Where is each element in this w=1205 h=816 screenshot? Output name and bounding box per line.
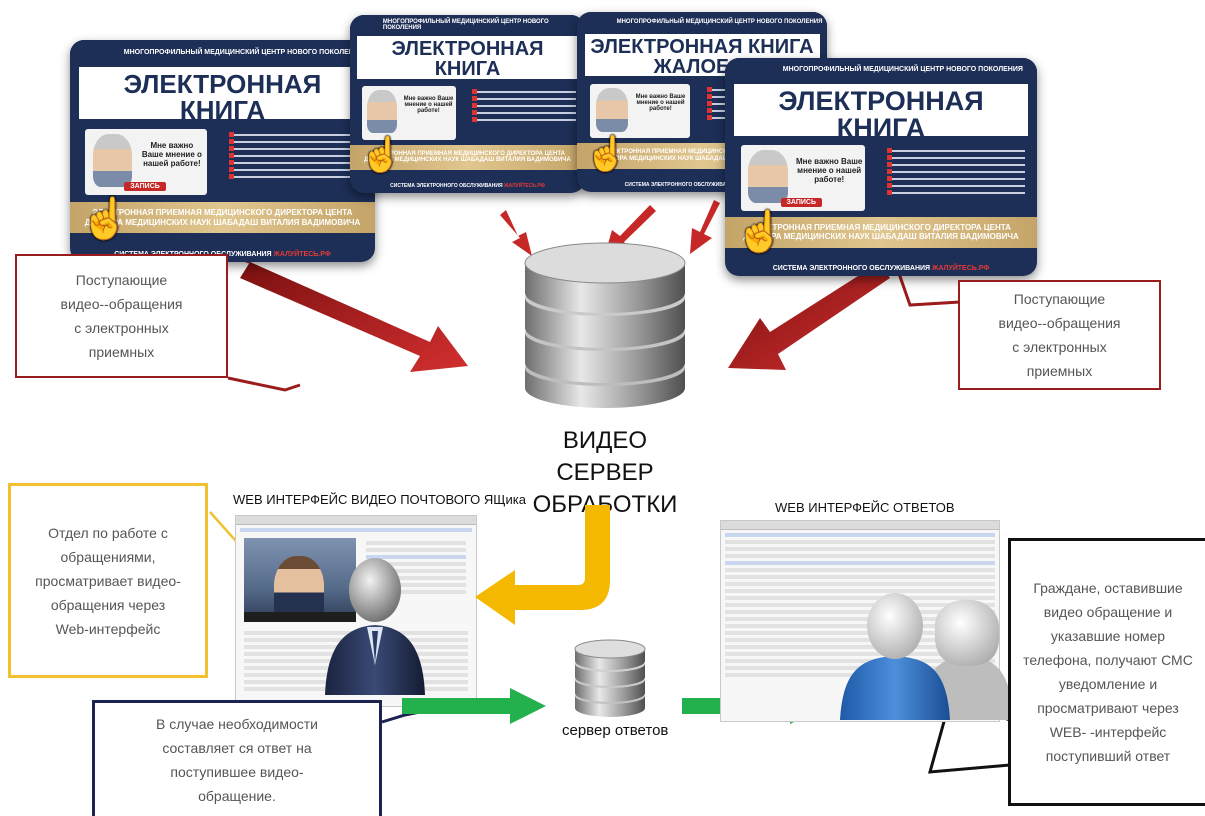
- citizens-text: Граждане, оставившие видео обращение и у…: [1023, 580, 1193, 764]
- department-text: Отдел по работе с обращениями, просматри…: [35, 524, 181, 637]
- video-player[interactable]: [244, 538, 356, 622]
- citizens-box: Граждане, оставившие видео обращение и у…: [1008, 538, 1205, 806]
- arrow-left-incoming: [240, 262, 468, 372]
- kiosk-header: МНОГОПРОФИЛЬНЫЙ МЕДИЦИНСКИЙ ЦЕНТР НОВОГО…: [725, 58, 1037, 82]
- doctor-photo: Мне важно Ваше мнение о нашей работе! ЗА…: [740, 145, 866, 211]
- kiosk-footer: СИСТЕМА ЭЛЕКТРОННОГО ОБСЛУЖИВАНИЯ ЖАЛУЙТ…: [390, 183, 545, 190]
- answer-server-icon: [574, 639, 646, 717]
- arrow-top-left: [500, 210, 532, 256]
- pointing-hand-icon: ☝: [585, 135, 628, 173]
- arrow-top-right: [690, 200, 720, 254]
- citizens-icon: [840, 593, 1013, 720]
- incoming-left-box: Поступающие видео--обращения с электронн…: [15, 254, 228, 378]
- pointing-hand-icon: ☝: [360, 136, 403, 174]
- kiosk-header: МНОГОПРОФИЛЬНЫЙ МЕДИЦИНСКИЙ ЦЕНТР НОВОГО…: [350, 15, 585, 35]
- kiosk-screen-1: МНОГОПРОФИЛЬНЫЙ МЕДИЦИНСКИЙ ЦЕНТР НОВОГО…: [70, 40, 375, 262]
- response-box: В случае необходимости составляет ся отв…: [92, 700, 382, 816]
- arrow-right-incoming: [728, 262, 890, 370]
- instructions-list: [887, 145, 1025, 210]
- record-button[interactable]: ЗАПИСЬ: [124, 182, 166, 192]
- incoming-right-text: Поступающие видео--обращения с электронн…: [998, 291, 1121, 379]
- operator-user-icon: [325, 558, 425, 695]
- response-text: В случае необходимости составляет ся отв…: [156, 715, 318, 804]
- web-mailbox-caption: WEB ИНТЕРФЕЙС ВИДЕО ПОЧТОВОГО ЯЩика: [233, 492, 526, 507]
- instructions-list: [228, 129, 363, 196]
- director-banner: ЭЛЕКТРОННАЯ ПРИЕМНАЯ МЕДИЦИНСКОГО ДИРЕКТ…: [725, 217, 1037, 248]
- incoming-left-text: Поступающие видео--обращения с электронн…: [60, 272, 183, 360]
- pointing-hand-icon: ☝: [80, 197, 130, 241]
- instructions-list: [472, 86, 576, 139]
- pointing-hand-icon: ☝: [735, 210, 785, 254]
- kiosk-footer: СИСТЕМА ЭЛЕКТРОННОГО ОБСЛУЖИВАНИЯ ЖАЛУЙТ…: [772, 264, 990, 272]
- kiosk-header: МНОГОПРОФИЛЬНЫЙ МЕДИЦИНСКИЙ ЦЕНТР НОВОГО…: [577, 12, 827, 32]
- database-server-icon: [524, 242, 686, 408]
- kiosk-screen-4: МНОГОПРОФИЛЬНЫЙ МЕДИЦИНСКИЙ ЦЕНТР НОВОГО…: [725, 58, 1037, 276]
- doctor-photo: Мне важно Ваше мнение о нашей работе!: [361, 86, 456, 140]
- incoming-right-box: Поступающие видео--обращения с электронн…: [958, 280, 1161, 390]
- green-arrow-to-answer-server: [402, 688, 546, 724]
- doctor-photo: Мне важно Ваше мнение о нашей работе! ЗА…: [85, 128, 208, 196]
- kiosk-screen-2: МНОГОПРОФИЛЬНЫЙ МЕДИЦИНСКИЙ ЦЕНТР НОВОГО…: [350, 15, 585, 193]
- return-arrow: [475, 505, 610, 625]
- record-button[interactable]: ЗАПИСЬ: [780, 197, 823, 207]
- director-banner: ЭЛЕКТРОННАЯ ПРИЕМНАЯ МЕДИЦИНСКОГО ДИРЕКТ…: [70, 202, 375, 234]
- doctor-photo: Мне важно Ваше мнение о нашей работе!: [589, 84, 690, 138]
- answer-server-caption: сервер ответов: [562, 722, 669, 739]
- kiosk-header: МНОГОПРОФИЛЬНЫЙ МЕДИЦИНСКИЙ ЦЕНТР НОВОГО…: [70, 40, 375, 65]
- web-answers-caption: WEB ИНТЕРФЕЙС ОТВЕТОВ: [775, 500, 955, 515]
- director-banner: ЭЛЕКТРОННАЯ ПРИЕМНАЯ МЕДИЦИНСКОГО ДИРЕКТ…: [350, 144, 585, 170]
- department-box: Отдел по работе с обращениями, просматри…: [8, 483, 208, 678]
